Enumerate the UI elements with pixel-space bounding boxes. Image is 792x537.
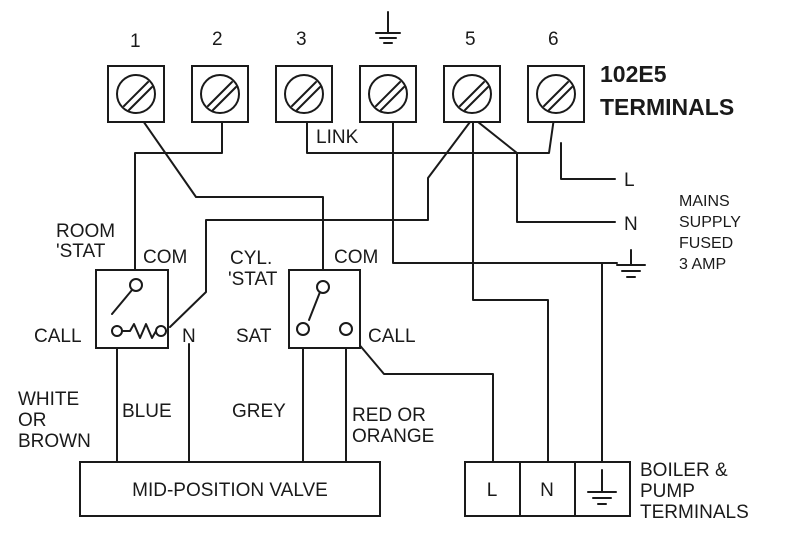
terminal-number-3: 3 [296, 29, 307, 50]
wire-t5-mains-n [472, 117, 616, 223]
mains-supply-label-line4: 3 AMP [679, 256, 726, 273]
cyl-call-label: CALL [368, 326, 416, 347]
wire-earth-mains [392, 117, 618, 264]
terminal-number-1: 1 [130, 31, 141, 52]
wire-t5-room-n [169, 117, 474, 328]
terminal-block: 1 2 3 5 6 102E5 TERMINALS [107, 11, 734, 123]
wire-t2-room-com [134, 117, 223, 279]
valve-label: MID-POSITION VALVE [132, 480, 328, 501]
wire-t5-boiler-n [472, 117, 549, 463]
earth-icon [375, 11, 401, 44]
wire-label-red: RED OR [352, 405, 426, 426]
terminal-5 [443, 65, 501, 123]
room-stat-label: ROOM [56, 221, 115, 242]
wire-label-grey: GREY [232, 401, 286, 422]
cyl-sat-label: SAT [236, 326, 272, 347]
room-n-label: N [182, 326, 196, 347]
terminals-title-line2: TERMINALS [600, 94, 734, 120]
cyl-stat-label-line2: 'STAT [228, 269, 278, 290]
wire-link-t3-t6 [306, 117, 555, 154]
terminal-2 [191, 65, 249, 123]
earth-icon [587, 469, 617, 505]
wire-label-red-line2: ORANGE [352, 426, 434, 447]
room-com-label: COM [143, 247, 187, 268]
terminal-3 [275, 65, 333, 123]
wire-label-white: WHITE [18, 389, 79, 410]
mid-position-valve: MID-POSITION VALVE [79, 461, 381, 517]
mains-supply-label-line2: SUPPLY [679, 214, 741, 231]
cyl-com-label: COM [334, 247, 378, 268]
wire-label-white-line2: OR [18, 410, 47, 431]
terminal-number-6: 6 [548, 29, 559, 50]
earth-icon [616, 249, 646, 278]
boiler-label-line2: PUMP [640, 481, 695, 502]
boiler-cell-n: N [540, 480, 554, 501]
room-stat [95, 269, 169, 349]
room-call-label: CALL [34, 326, 82, 347]
wires [116, 117, 618, 463]
terminal-number-2: 2 [212, 29, 223, 50]
terminal-number-5: 5 [465, 29, 476, 50]
cyl-stat-label: CYL. [230, 248, 272, 269]
terminals-title: 102E5 [600, 61, 667, 87]
wire-label-white-line3: BROWN [18, 431, 91, 452]
wire-cyl-call-boiler-l [345, 328, 494, 463]
link-label: LINK [316, 127, 359, 148]
room-stat-label-line2: 'STAT [56, 241, 106, 262]
wire-t1-cyl-com [140, 117, 324, 280]
mains-l-label: L [624, 170, 635, 191]
terminal-earth [359, 65, 417, 123]
mains-n-label: N [624, 214, 638, 235]
boiler-label: BOILER & [640, 460, 728, 481]
mains-supply-label: MAINS [679, 193, 730, 210]
wire-t6-mains-l [560, 142, 616, 180]
wire-label-blue: BLUE [122, 401, 172, 422]
boiler-label-line3: TERMINALS [640, 502, 749, 523]
mains-supply-label-line3: FUSED [679, 235, 733, 252]
terminal-1 [107, 65, 165, 123]
cylinder-stat [288, 269, 361, 349]
boiler-terminals: L N [464, 461, 631, 517]
terminal-6 [527, 65, 585, 123]
boiler-cell-l: L [487, 480, 498, 501]
